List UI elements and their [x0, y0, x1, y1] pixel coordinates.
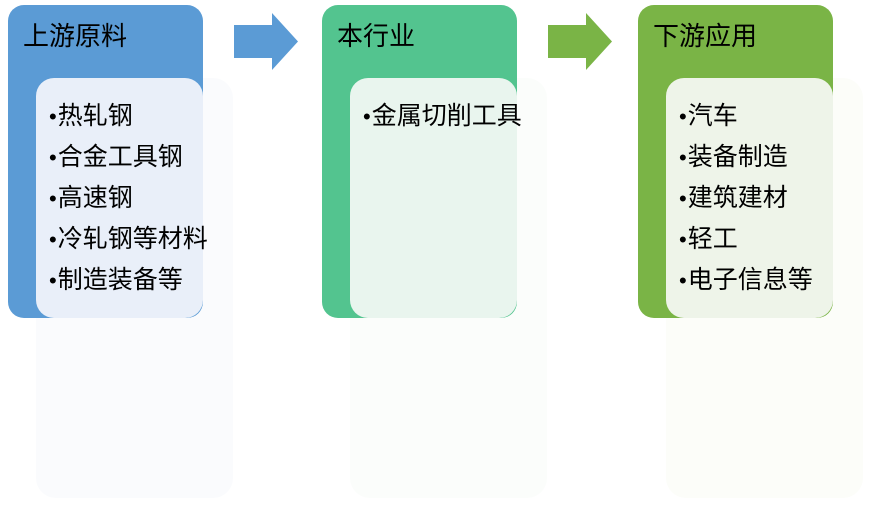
list-item-text: 制造装备等 [57, 266, 183, 294]
bullet-icon: • [679, 186, 687, 211]
list-item: •高速钢 [49, 178, 203, 219]
column-item-list: •金属切削工具 [350, 78, 522, 137]
list-item-text: 合金工具钢 [57, 143, 183, 171]
list-item-text: 建筑建材 [687, 184, 788, 212]
list-item: •制造装备等 [49, 260, 203, 301]
column-this-industry: 本行业 •金属切削工具 [322, 0, 562, 505]
list-item: •热轧钢 [49, 96, 203, 137]
column-downstream-applications: 下游应用 •汽车•装备制造•建筑建材•轻工•电子信息等 [638, 0, 873, 505]
column-content-box: •金属切削工具 [350, 78, 522, 318]
list-item-text: 冷轧钢等材料 [57, 225, 208, 253]
bullet-icon: • [679, 145, 687, 170]
list-item: •汽车 [679, 96, 833, 137]
flow-arrow-right-icon [548, 13, 612, 70]
bullet-icon: • [49, 227, 57, 252]
list-item-text: 汽车 [687, 102, 738, 130]
column-title: 上游原料 [23, 21, 128, 51]
bullet-icon: • [363, 104, 371, 129]
column-content-box: •汽车•装备制造•建筑建材•轻工•电子信息等 [666, 78, 833, 318]
column-item-list: •热轧钢•合金工具钢•高速钢•冷轧钢等材料•制造装备等 [36, 78, 208, 301]
column-upstream-materials: 上游原料 •热轧钢•合金工具钢•高速钢•冷轧钢等材料•制造装备等 [8, 0, 248, 505]
column-item-list: •汽车•装备制造•建筑建材•轻工•电子信息等 [666, 78, 833, 301]
flow-arrow-right-icon [234, 13, 298, 70]
list-item-text: 轻工 [687, 225, 738, 253]
bullet-icon: • [679, 268, 687, 293]
list-item: •建筑建材 [679, 178, 833, 219]
list-item: •装备制造 [679, 137, 833, 178]
list-item-text: 热轧钢 [57, 102, 133, 130]
list-item: •电子信息等 [679, 260, 833, 301]
bullet-icon: • [49, 145, 57, 170]
bullet-icon: • [679, 104, 687, 129]
list-item: •合金工具钢 [49, 137, 203, 178]
bullet-icon: • [49, 268, 57, 293]
list-item-text: 装备制造 [687, 143, 788, 171]
list-item-text: 高速钢 [57, 184, 133, 212]
bullet-icon: • [49, 186, 57, 211]
bullet-icon: • [679, 227, 687, 252]
column-title: 下游应用 [653, 21, 758, 51]
list-item: •金属切削工具 [363, 96, 522, 137]
list-item: •冷轧钢等材料 [49, 219, 208, 260]
list-item-text: 电子信息等 [687, 266, 813, 294]
list-item-text: 金属切削工具 [371, 102, 522, 130]
bullet-icon: • [49, 104, 57, 129]
column-title: 本行业 [337, 21, 416, 51]
column-content-box: •热轧钢•合金工具钢•高速钢•冷轧钢等材料•制造装备等 [36, 78, 208, 318]
list-item: •轻工 [679, 219, 833, 260]
